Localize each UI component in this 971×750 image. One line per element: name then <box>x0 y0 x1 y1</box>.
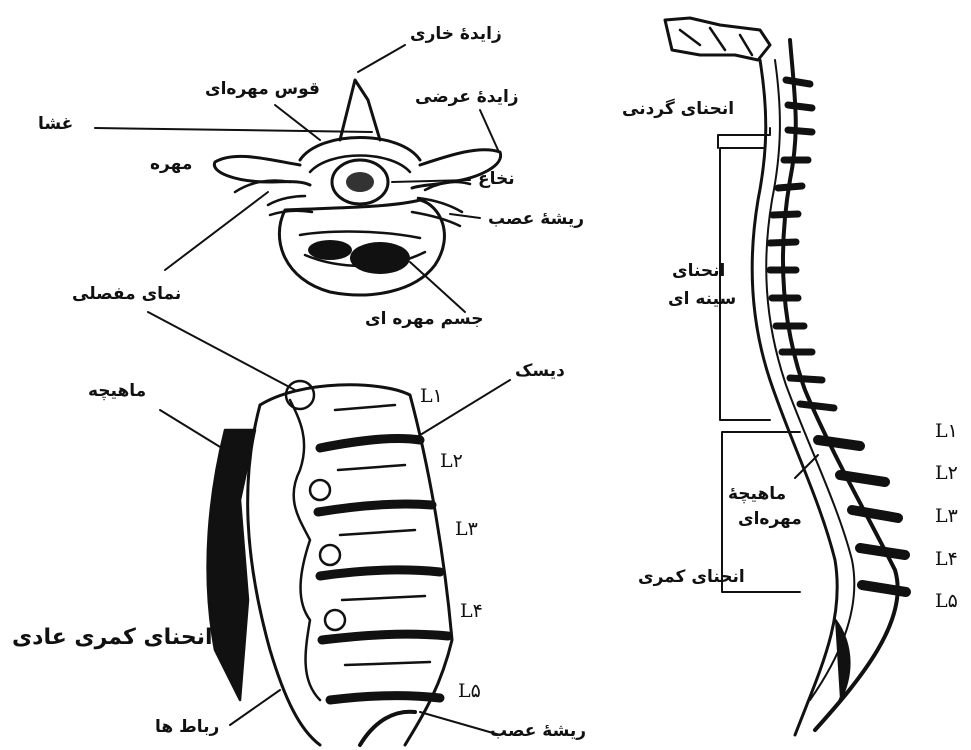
leader-transverse <box>480 110 498 150</box>
spine-level-l5: L۵ <box>935 590 958 612</box>
leader-spinous <box>358 45 405 72</box>
spine-illustration <box>665 18 906 735</box>
label-spinous-process: زایدهٔ خاری <box>410 25 502 45</box>
label-transverse-process: زایدهٔ عرضی <box>415 88 519 108</box>
leader-membrane <box>95 128 372 132</box>
lumbar-illustration <box>208 381 452 745</box>
label-disc: دیسک <box>515 362 565 382</box>
lumbar-level-l1: L۱ <box>420 385 443 407</box>
label-ligaments: رباط ها <box>155 718 219 738</box>
lumbar-level-l2: L۲ <box>440 450 463 472</box>
vertebra-illustration <box>214 80 500 295</box>
disc-1 <box>320 438 420 448</box>
bracket-thoracic <box>720 148 770 420</box>
label-vertebral-body: جسم مهره ای <box>365 310 484 330</box>
leader-muscle <box>160 410 225 450</box>
disc-2 <box>318 504 432 512</box>
spine-level-l4: L۴ <box>935 548 958 570</box>
spine-level-l1: L۱ <box>935 420 958 442</box>
leader-facet <box>165 192 268 270</box>
disc-4 <box>322 634 448 640</box>
leader-nerve-root <box>450 214 480 218</box>
label-thoracic-curve-line1: انحنای <box>672 262 725 282</box>
label-nerve-root-vertebra: ریشهٔ عصب <box>488 210 584 230</box>
leader-body <box>410 262 465 312</box>
label-normal-lumbar-curve: انحنای کمری عادی <box>12 625 213 650</box>
lumbar-level-l3: L۳ <box>455 518 478 540</box>
lumbar-level-l5: L۵ <box>458 680 481 702</box>
label-vertebral-muscle-line2: مهره‌ای <box>738 510 802 530</box>
label-facet-joint: نمای مفصلی <box>72 285 181 305</box>
label-nerve-root-lumbar: ریشهٔ عصب <box>490 722 586 742</box>
label-thoracic-curve-line2: سینه ای <box>668 290 736 310</box>
disc-5 <box>330 696 440 700</box>
spine-level-l3: L۳ <box>935 505 958 527</box>
label-spinal-cord: نخاع <box>478 170 515 190</box>
label-vertebral-muscle-line1: ماهیچهٔ <box>728 485 786 505</box>
label-membrane: غشا <box>38 115 73 135</box>
label-cervical-curve: انحنای گردنی <box>622 100 734 120</box>
disc-3 <box>320 570 440 576</box>
label-lumbar-curve: انحنای کمری <box>638 568 745 588</box>
leader-arch <box>275 105 320 140</box>
label-vertebra: مهره <box>150 155 192 175</box>
bracket-cervical <box>718 128 770 148</box>
label-muscle: ماهیچه <box>88 382 146 402</box>
lumbar-level-l4: L۴ <box>460 600 483 622</box>
label-vertebral-arch: قوس مهره‌ای <box>205 80 320 100</box>
leader-facet-lumbar <box>148 312 295 390</box>
leader-nerve-lumbar <box>420 712 500 735</box>
spine-level-l2: L۲ <box>935 462 958 484</box>
